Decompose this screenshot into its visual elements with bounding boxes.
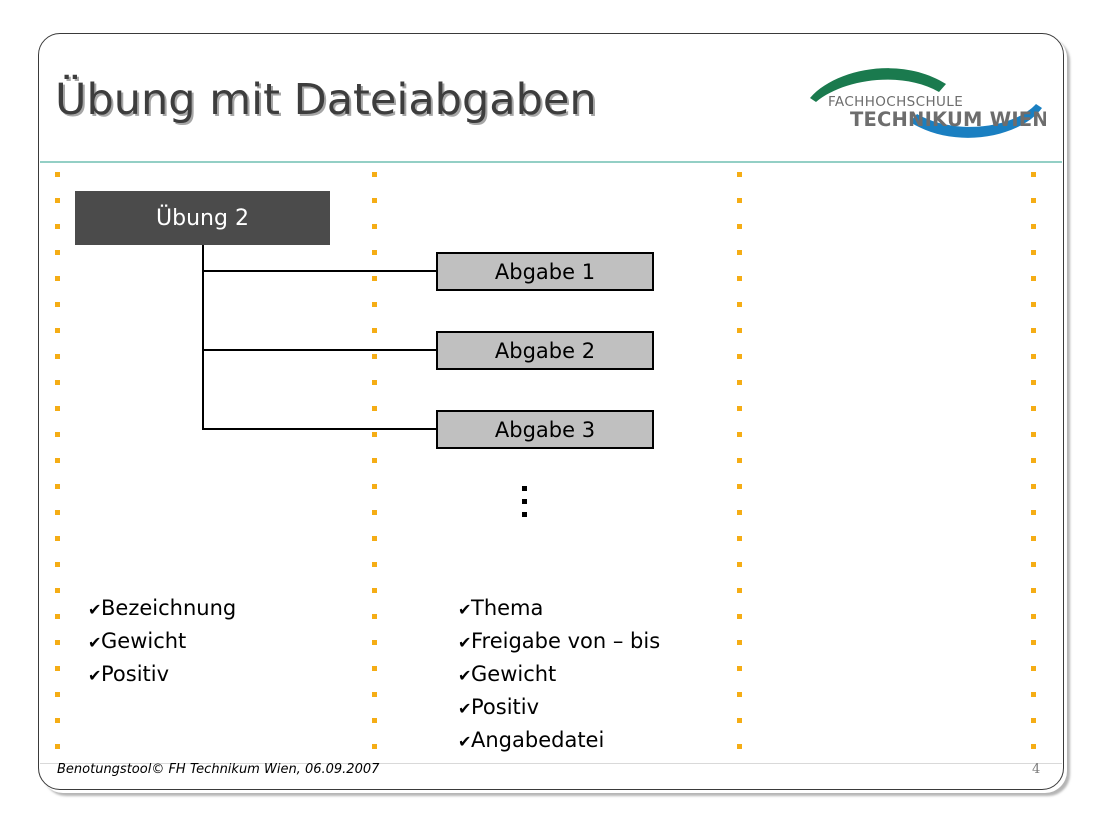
footer-text: Benotungstool© FH Technikum Wien, 06.09.…: [57, 762, 380, 777]
node-abgabe-2-label: Abgabe 2: [494, 338, 596, 363]
node-abgabe-1: Abgabe 1: [436, 252, 654, 291]
node-uebung-2-label: Übung 2: [156, 205, 249, 231]
guide-dots-column-2: [372, 172, 377, 756]
logo-green-arc-icon: [810, 68, 946, 102]
list-item: ✔Thema: [458, 595, 660, 623]
node-abgabe-3: Abgabe 3: [436, 410, 654, 449]
list-item-label: Gewicht: [471, 662, 557, 686]
list-item-label: Angabedatei: [471, 728, 605, 752]
list-item: ✔Freigabe von – bis: [458, 628, 660, 656]
footer-divider: [40, 763, 1062, 764]
logo-blue-arc-icon: [910, 104, 1042, 138]
list-item-label: Positiv: [471, 695, 540, 719]
node-uebung-2: Übung 2: [75, 191, 330, 245]
check-icon: ✔: [88, 633, 102, 652]
list-item: ✔Positiv: [458, 694, 660, 722]
logo-line1: FACHHOCHSCHULE: [828, 94, 963, 110]
title-divider: [40, 161, 1062, 163]
connector-branch-3: [202, 428, 438, 430]
guide-dots-column-4: [1031, 172, 1036, 756]
connector-trunk: [202, 245, 204, 429]
guide-dots-column-1: [55, 172, 60, 756]
uebung-attribute-list: ✔Bezeichnung ✔Gewicht ✔Positiv: [88, 595, 236, 694]
page-number: 4: [1032, 762, 1041, 777]
abgabe-attribute-list: ✔Thema ✔Freigabe von – bis ✔Gewicht ✔Pos…: [458, 595, 660, 760]
connector-branch-1: [202, 270, 438, 272]
check-icon: ✔: [458, 732, 472, 751]
check-icon: ✔: [458, 600, 472, 619]
check-icon: ✔: [88, 666, 102, 685]
node-abgabe-1-label: Abgabe 1: [494, 259, 596, 284]
list-item: ✔Angabedatei: [458, 727, 660, 755]
fh-technikum-wien-logo: FACHHOCHSCHULE TECHNIKUM WIEN: [806, 62, 1049, 142]
list-item-label: Thema: [471, 596, 544, 620]
ellipsis-more-items-icon: [517, 486, 531, 526]
check-icon: ✔: [458, 666, 472, 685]
node-abgabe-2: Abgabe 2: [436, 331, 654, 370]
page-title: Übung mit Dateiabgaben: [55, 75, 597, 125]
list-item: ✔Bezeichnung: [88, 595, 236, 623]
check-icon: ✔: [88, 600, 102, 619]
connector-branch-2: [202, 349, 438, 351]
logo-line2: TECHNIKUM WIEN: [850, 108, 1046, 131]
list-item-label: Freigabe von – bis: [471, 629, 661, 653]
list-item-label: Bezeichnung: [101, 596, 237, 620]
list-item: ✔Gewicht: [88, 628, 236, 656]
list-item-label: Positiv: [101, 662, 170, 686]
guide-dots-column-3: [737, 172, 742, 756]
check-icon: ✔: [458, 633, 472, 652]
check-icon: ✔: [458, 699, 472, 718]
list-item: ✔Positiv: [88, 661, 236, 689]
list-item-label: Gewicht: [101, 629, 187, 653]
list-item: ✔Gewicht: [458, 661, 660, 689]
node-abgabe-3-label: Abgabe 3: [494, 417, 596, 442]
